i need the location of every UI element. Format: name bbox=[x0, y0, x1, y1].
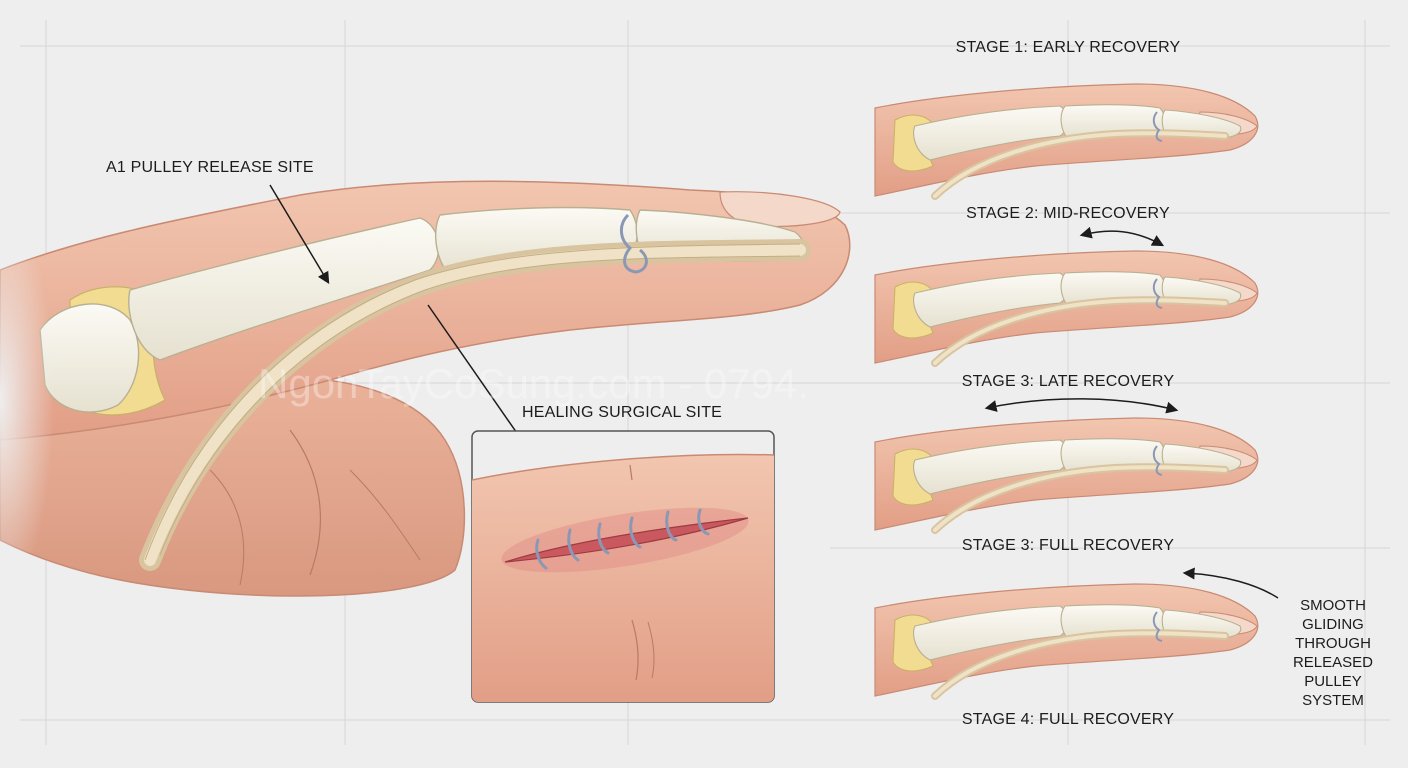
stage-proximal-bone bbox=[912, 272, 1069, 328]
stage-proximal-bone bbox=[912, 605, 1069, 661]
stage-finger-1 bbox=[874, 83, 1259, 200]
stage-4-label: STAGE 4: FULL RECOVERY bbox=[961, 711, 1175, 728]
sutures bbox=[535, 508, 710, 570]
stage-3-full-label: STAGE 3: FULL RECOVERY bbox=[961, 537, 1175, 554]
pulley-site-label: A1 PULLEY RELEASE SITE bbox=[106, 159, 314, 176]
stage-fingers bbox=[874, 83, 1259, 700]
motion-arrows bbox=[984, 226, 1279, 599]
stage3-motion-arrow bbox=[984, 398, 1179, 414]
healing-site-label: HEALING SURGICAL SITE bbox=[521, 404, 723, 421]
stage-finger-2 bbox=[874, 250, 1259, 367]
gliding-arrow bbox=[1182, 567, 1279, 599]
note-line: RELEASED bbox=[1292, 654, 1374, 671]
proximal-phalanx bbox=[128, 217, 440, 361]
stage-1-label: STAGE 1: EARLY RECOVERY bbox=[955, 39, 1181, 56]
stage-pulley-ring bbox=[1152, 111, 1163, 142]
healing-site-inset bbox=[471, 430, 775, 703]
stage-pulley-ring bbox=[1152, 611, 1163, 642]
stage-pulley-ring bbox=[1152, 278, 1163, 309]
gliding-note: SMOOTH GLIDING THROUGH RELEASED PULLEY S… bbox=[1283, 596, 1383, 710]
stage-proximal-bone bbox=[912, 105, 1069, 161]
stage2-motion-arrow bbox=[1079, 226, 1165, 247]
note-line: THROUGH bbox=[1295, 635, 1371, 652]
stage-proximal-bone bbox=[912, 439, 1069, 495]
stage-2-label: STAGE 2: MID-RECOVERY bbox=[966, 205, 1170, 222]
note-line: SMOOTH bbox=[1300, 597, 1366, 614]
stage-finger-4 bbox=[874, 583, 1259, 700]
note-line: PULLEY SYSTEM bbox=[1302, 673, 1364, 709]
pulley-ring bbox=[620, 213, 648, 274]
incision bbox=[504, 517, 749, 563]
edge-fade bbox=[0, 180, 120, 620]
pulley-site-arrow bbox=[269, 184, 330, 285]
watermark: NgonTayCoSung.com - 0794. bbox=[258, 360, 809, 407]
stage-3-late-label: STAGE 3: LATE RECOVERY bbox=[961, 373, 1175, 390]
stage-pulley-ring bbox=[1152, 445, 1163, 476]
note-line: GLIDING bbox=[1302, 616, 1364, 633]
stage-finger-3 bbox=[874, 417, 1259, 534]
